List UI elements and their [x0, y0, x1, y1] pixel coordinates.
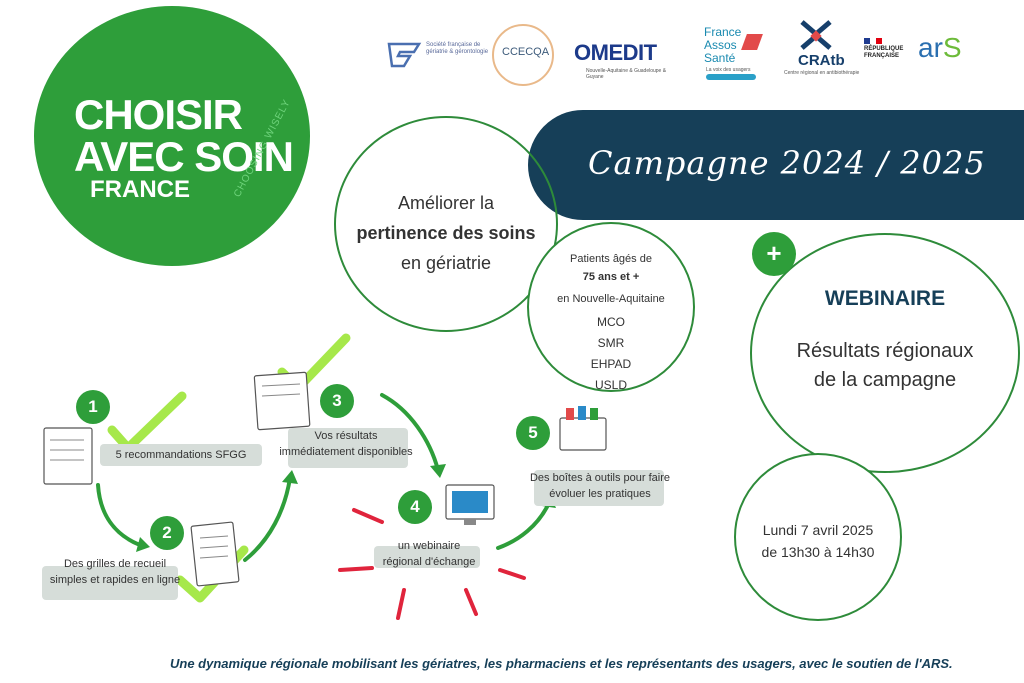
date-circle: Lundi 7 avril 2025 de 13h30 à 14h30 [734, 453, 902, 621]
patients-item: EHPAD [590, 357, 632, 371]
date-line-1: Lundi 7 avril 2025 [762, 522, 874, 538]
fas-subtitle: La voix des usagers [706, 67, 751, 73]
step-3-text: Vos résultats immédiatement disponibles [266, 428, 426, 460]
date-text: Lundi 7 avril 2025 de 13h30 à 14h30 [736, 519, 900, 563]
fas-line-3: Santé [704, 51, 736, 65]
rf-line-2: FRANÇAISE [864, 53, 900, 59]
webinar-line-2: de la campagne [813, 369, 957, 391]
ars-text: arS [918, 32, 962, 64]
webinar-description: Résultats régionaux de la campagne [772, 337, 998, 395]
patients-item: SMR [597, 336, 625, 350]
step-5-text: Des boîtes à outils pour faire évoluer l… [512, 470, 688, 502]
fas-text: France Assos Santé [704, 26, 741, 65]
patients-text: Patients âgés de 75 ans et + en Nouvelle… [529, 252, 693, 396]
patients-circle: Patients âgés de 75 ans et + en Nouvelle… [527, 222, 695, 392]
omedit-text: OMEDIT [574, 40, 657, 65]
main-goal-line-2: pertinence des soins [336, 218, 556, 248]
patients-line-2: 75 ans et + [582, 271, 640, 283]
main-goal-line-3: en gériatrie [400, 253, 492, 273]
sfgg-text: Société française de gériatrie & géronto… [426, 42, 489, 55]
patients-line-3: en Nouvelle-Aquitaine [557, 293, 665, 305]
main-goal-bold-a: pertinence [356, 223, 448, 243]
ccecqa-text: CCECQA [502, 46, 550, 58]
patients-item: USLD [594, 378, 627, 392]
main-goal-text: Améliorer la pertinence des soins en gér… [336, 188, 556, 278]
step-2-line-2: simples et rapides en ligne [49, 574, 181, 586]
step-2-text: Des grilles de recueil simples et rapide… [40, 556, 190, 588]
main-goal-line-1: Améliorer la [397, 193, 495, 213]
campaign-title: Campagne 2024 / 2025 [588, 144, 986, 182]
document-sfgg-icon [43, 427, 93, 485]
step-3-line-1: Vos résultats [314, 430, 378, 442]
toolbox-icon [559, 417, 607, 451]
ars-text-b: S [942, 32, 962, 63]
logo-line-3: FRANCE [90, 176, 190, 203]
main-goal-circle: Améliorer la pertinence des soins en gér… [334, 116, 558, 332]
document-form-icon [190, 521, 240, 587]
fas-line-2: Assos [704, 38, 737, 52]
step-4-line-1: un webinaire [397, 540, 461, 552]
arrow-2-to-3-icon [243, 476, 292, 562]
republique-francaise-logo: RÉPUBLIQUE FRANÇAISE [864, 38, 916, 74]
step-5-line-1: Des boîtes à outils pour faire [529, 472, 671, 484]
step-2-line-1: Des grilles de recueil [63, 558, 167, 570]
step-1-highlight [100, 444, 262, 466]
ccecqa-ring [492, 24, 554, 86]
rf-text: RÉPUBLIQUE FRANÇAISE [864, 46, 903, 60]
cratb-text: CRAtb [798, 52, 845, 69]
process-illustration [43, 333, 607, 620]
rf-line-1: RÉPUBLIQUE [864, 46, 904, 52]
patients-item: MCO [597, 315, 625, 329]
document-results-icon [253, 371, 311, 431]
step-4-line-2: régional d'échange [382, 556, 476, 568]
french-flag-icon [864, 38, 882, 44]
arrow-4-to-5-icon [496, 503, 550, 550]
main-goal-bold-b: des soins [452, 223, 536, 243]
fas-bar [706, 74, 756, 80]
step-3-badge: 3 [320, 384, 354, 418]
choisir-avec-soin-logo: CHOISIR AVEC SOIN FRANCE CHOOSING WISELY [34, 6, 310, 266]
omedit-subtitle: Nouvelle-Aquitaine & Guadeloupe & Guyane [586, 68, 667, 80]
fas-line-1: France [704, 25, 742, 39]
step-1-text: 5 recommandations SFGG [115, 449, 247, 461]
ars-text-a: ar [918, 32, 943, 63]
omedit-logo: OMEDIT Nouvelle-Aquitaine & Guadeloupe &… [574, 34, 684, 80]
webinar-line-1: Résultats régionaux [796, 340, 974, 362]
sfgg-logo: Société française de gériatrie & géronto… [386, 38, 490, 74]
arrow-3-to-4-icon [380, 393, 440, 472]
step-2-highlight [42, 566, 178, 600]
plus-icon: + [752, 232, 796, 276]
logo-line-2: AVEC SOIN [74, 133, 294, 180]
step-2-badge: 2 [150, 516, 184, 550]
cratb-subtitle: Centre régional en antibiothérapie [784, 70, 860, 76]
sfgg-mark-icon [387, 42, 422, 68]
check-mark-1-icon [107, 391, 187, 453]
step-4-badge: 4 [398, 490, 432, 524]
step-3-line-2: immédiatement disponibles [279, 446, 413, 458]
step-1-badge: 1 [76, 390, 110, 424]
campaign-banner: Campagne 2024 / 2025 [528, 110, 1024, 220]
patients-line-1: Patients âgés de [570, 253, 652, 265]
burst-icon [338, 508, 526, 620]
logo-disc [34, 6, 310, 266]
webinar-title: WEBINAIRE [824, 287, 946, 310]
step-4-text: un webinaire régional d'échange [354, 538, 504, 570]
ars-logo: arS [918, 30, 980, 74]
footer-tagline: Une dynamique régionale mobilisant les g… [170, 656, 953, 671]
step-5-badge: 5 [516, 416, 550, 450]
step-5-highlight [534, 470, 664, 506]
date-line-2: de 13h30 à 14h30 [761, 544, 875, 560]
fas-arrow-icon [741, 34, 763, 50]
france-assos-sante-logo: France Assos Santé La voix des usagers [700, 24, 770, 80]
step-4-highlight [374, 546, 480, 568]
ccecqa-logo: CCECQA [492, 24, 560, 86]
webinar-circle: WEBINAIRE Résultats régionaux de la camp… [750, 233, 1020, 473]
step-3-highlight [288, 428, 408, 468]
step-5-line-2: évoluer les pratiques [549, 488, 651, 500]
cratb-logo: CRAtb Centre régional en antibiothérapie [782, 18, 860, 80]
cratb-mark-icon [800, 20, 832, 50]
arrow-1-to-2-icon [96, 483, 142, 547]
logo-line-1: CHOISIR [74, 91, 243, 138]
